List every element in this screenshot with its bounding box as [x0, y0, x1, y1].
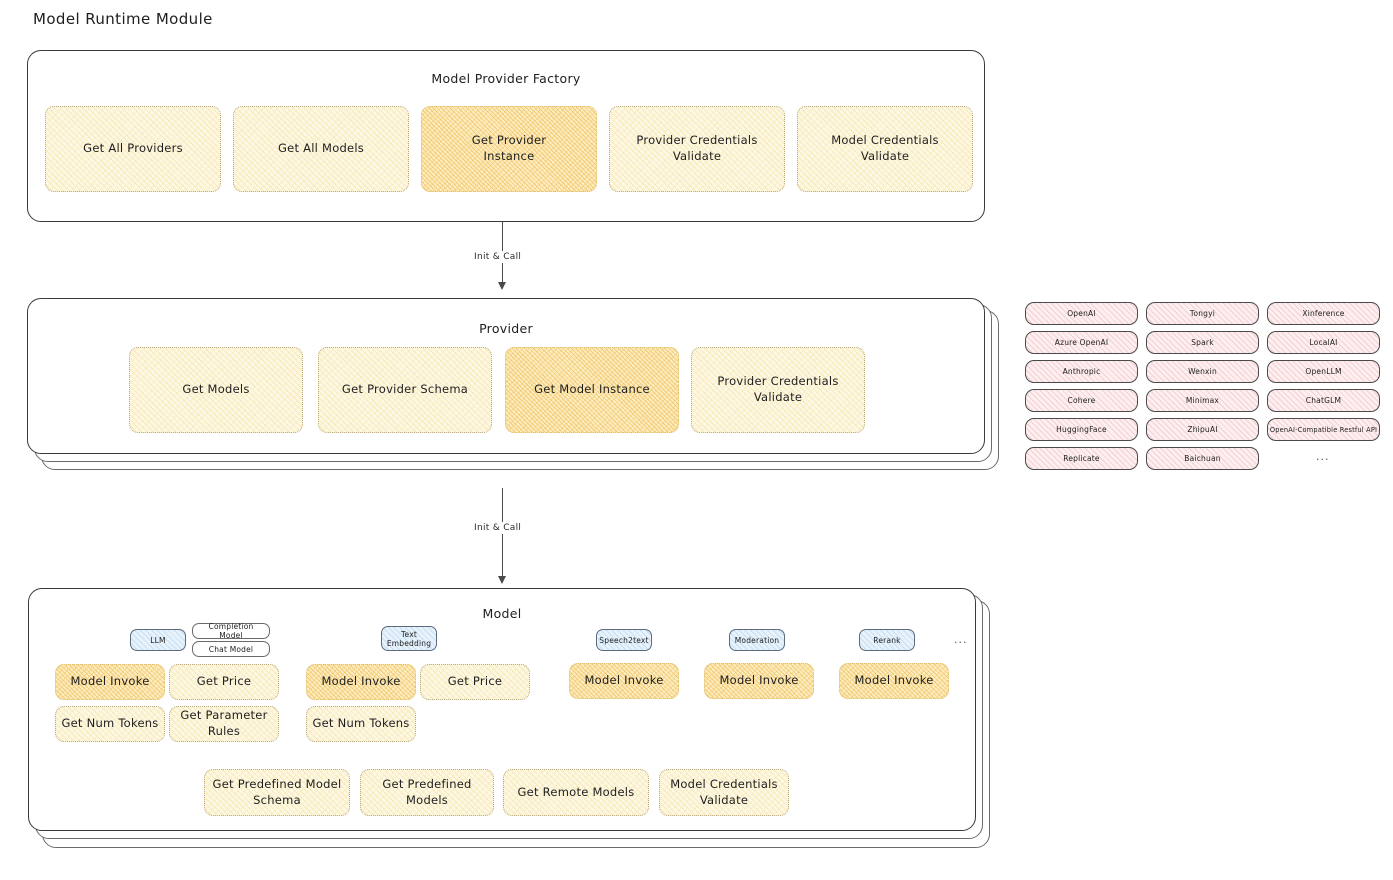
provider-chip-zhipuai[interactable]: ZhipuAI — [1146, 418, 1259, 441]
provider-chip-openllm[interactable]: OpenLLM — [1267, 360, 1380, 383]
arrow-factory-to-provider-head — [498, 282, 506, 290]
model-badge-text-embedding[interactable]: Text Embedding — [381, 626, 437, 651]
model-shared-box-get-remote-models[interactable]: Get Remote Models — [503, 769, 649, 816]
provider-chip-openai-compatible-restful-api[interactable]: OpenAI-Compatible Restful API — [1267, 418, 1380, 441]
provider-chip-openai[interactable]: OpenAI — [1025, 302, 1138, 325]
model-llm-box-model-invoke[interactable]: Model Invoke — [55, 664, 165, 700]
provider-chip-localai[interactable]: LocalAI — [1267, 331, 1380, 354]
provider-chip-baichuan[interactable]: Baichuan — [1146, 447, 1259, 470]
factory-box-get-all-models[interactable]: Get All Models — [233, 106, 409, 192]
provider-list: OpenAI Azure OpenAI Anthropic Cohere Hug… — [1025, 300, 1380, 475]
model-provider-factory-card: Model Provider Factory Get All Providers… — [27, 50, 985, 222]
model-text-embedding-box-get-price[interactable]: Get Price — [420, 664, 530, 700]
model-badge-moderation[interactable]: Moderation — [729, 629, 785, 651]
factory-title: Model Provider Factory — [431, 71, 581, 86]
model-badge-rerank[interactable]: Rerank — [859, 629, 915, 651]
model-groups-more-indicator: ... — [954, 633, 968, 646]
provider-chip-minimax[interactable]: Minimax — [1146, 389, 1259, 412]
provider-chip-wenxin[interactable]: Wenxin — [1146, 360, 1259, 383]
model-shared-box-get-predefined-models[interactable]: Get Predefined Models — [360, 769, 494, 816]
model-llm-box-get-price[interactable]: Get Price — [169, 664, 279, 700]
arrow-factory-to-provider-label: Init & Call — [471, 251, 525, 263]
provider-box-get-models[interactable]: Get Models — [129, 347, 303, 433]
provider-chip-spark[interactable]: Spark — [1146, 331, 1259, 354]
arrow-provider-to-model-label: Init & Call — [471, 522, 525, 534]
model-shared-box-get-predefined-model-schema[interactable]: Get Predefined Model Schema — [204, 769, 350, 816]
provider-box-get-provider-schema[interactable]: Get Provider Schema — [318, 347, 492, 433]
model-text-embedding-box-get-num-tokens[interactable]: Get Num Tokens — [306, 706, 416, 742]
provider-chip-azure-openai[interactable]: Azure OpenAI — [1025, 331, 1138, 354]
factory-box-get-all-providers[interactable]: Get All Providers — [45, 106, 221, 192]
provider-chip-cohere[interactable]: Cohere — [1025, 389, 1138, 412]
model-badge-speech2text[interactable]: Speech2text — [596, 629, 652, 651]
provider-box-get-model-instance[interactable]: Get Model Instance — [505, 347, 679, 433]
provider-chip-chatglm[interactable]: ChatGLM — [1267, 389, 1380, 412]
model-badge-llm[interactable]: LLM — [130, 629, 186, 651]
factory-box-model-credentials-validate[interactable]: Model Credentials Validate — [797, 106, 973, 192]
model-llm-box-get-num-tokens[interactable]: Get Num Tokens — [55, 706, 165, 742]
model-speech2text-box-model-invoke[interactable]: Model Invoke — [569, 663, 679, 699]
model-rerank-box-model-invoke[interactable]: Model Invoke — [839, 663, 949, 699]
factory-box-provider-credentials-validate[interactable]: Provider Credentials Validate — [609, 106, 785, 192]
provider-card: Provider Get Models Get Provider Schema … — [27, 298, 985, 454]
arrow-provider-to-model-head — [498, 576, 506, 584]
model-text-embedding-box-model-invoke[interactable]: Model Invoke — [306, 664, 416, 700]
model-sub-badge-chat-model[interactable]: Chat Model — [192, 641, 270, 657]
model-sub-badge-completion-model[interactable]: Completion Model — [192, 622, 270, 640]
provider-box-provider-credentials-validate[interactable]: Provider Credentials Validate — [691, 347, 865, 433]
model-title: Model — [482, 606, 522, 621]
factory-box-get-provider-instance[interactable]: Get Provider Instance — [421, 106, 597, 192]
arrow-provider-to-model-line — [502, 488, 504, 580]
provider-chip-tongyi[interactable]: Tongyi — [1146, 302, 1259, 325]
provider-title: Provider — [479, 321, 533, 336]
model-llm-box-get-parameter-rules[interactable]: Get Parameter Rules — [169, 706, 279, 742]
model-card: Model LLM Completion Model Chat Model Mo… — [28, 588, 976, 831]
provider-chip-huggingface[interactable]: HuggingFace — [1025, 418, 1138, 441]
provider-chip-anthropic[interactable]: Anthropic — [1025, 360, 1138, 383]
provider-chip-xinference[interactable]: Xinference — [1267, 302, 1380, 325]
provider-chip-replicate[interactable]: Replicate — [1025, 447, 1138, 470]
model-shared-box-model-credentials-validate[interactable]: Model Credentials Validate — [659, 769, 789, 816]
model-moderation-box-model-invoke[interactable]: Model Invoke — [704, 663, 814, 699]
page-title: Model Runtime Module — [33, 10, 213, 28]
provider-list-more-indicator: ... — [1316, 450, 1330, 463]
